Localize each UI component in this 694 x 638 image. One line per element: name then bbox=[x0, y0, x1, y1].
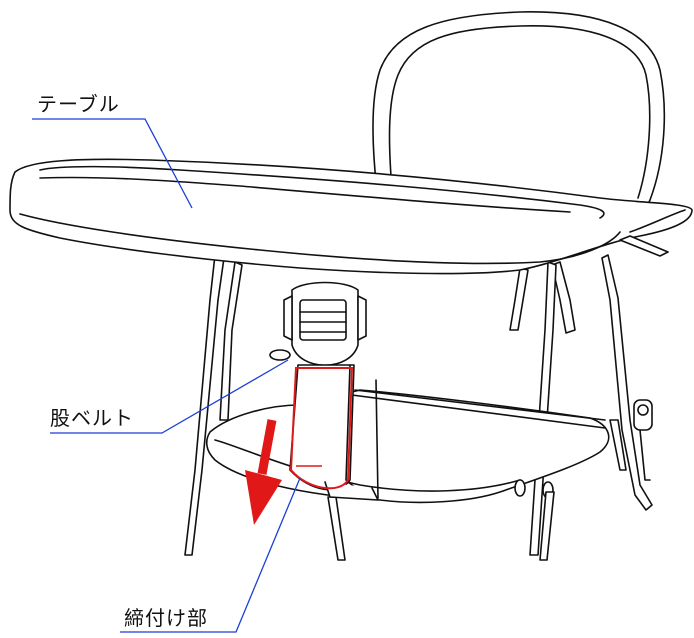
rear-legs bbox=[551, 254, 653, 511]
callout-crotch-belt bbox=[50, 359, 289, 434]
buckle bbox=[269, 281, 367, 366]
side-clip bbox=[633, 399, 653, 481]
label-tightening-part: 締付け部 bbox=[124, 606, 208, 630]
callout-lines bbox=[32, 118, 301, 633]
callout-tightening bbox=[120, 477, 301, 633]
tightening-part-highlight bbox=[289, 367, 354, 490]
label-table: テーブル bbox=[37, 92, 120, 116]
callout-table bbox=[32, 118, 193, 209]
label-crotch-belt: 股ベルト bbox=[50, 406, 134, 430]
lower-legs bbox=[327, 419, 627, 561]
tray-table bbox=[9, 158, 693, 275]
down-left-arrow-icon bbox=[245, 419, 282, 525]
